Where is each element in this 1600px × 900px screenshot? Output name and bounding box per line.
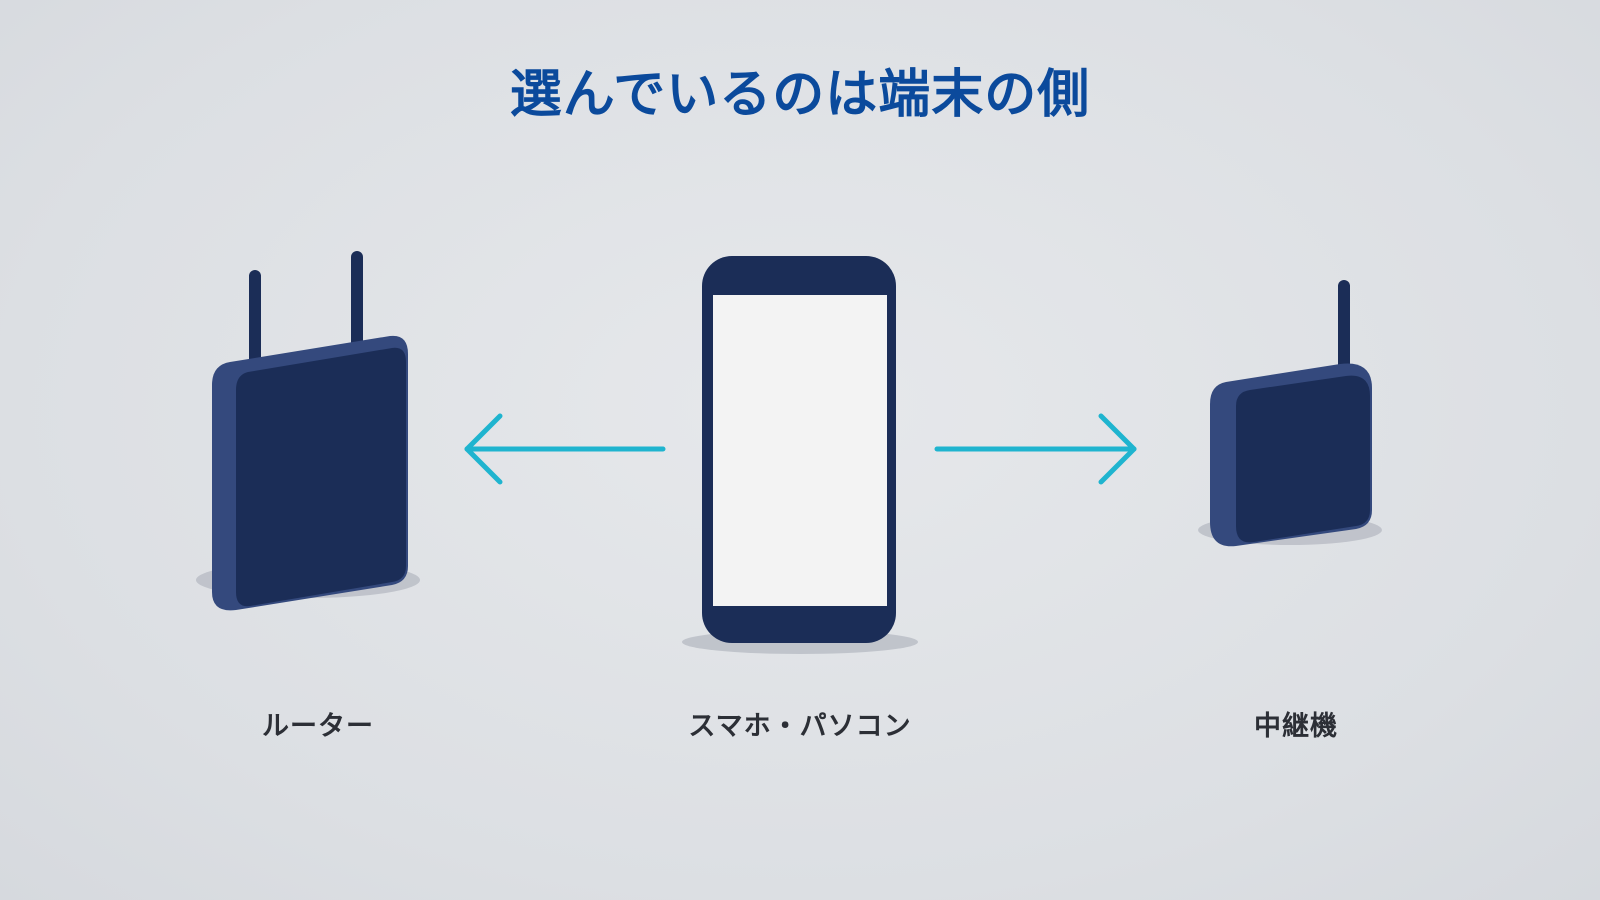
router-body-front xyxy=(236,347,406,607)
router-antenna-left xyxy=(249,270,261,370)
wifi-router-icon xyxy=(196,251,420,611)
repeater-body-front xyxy=(1236,375,1370,543)
arrow-to-router xyxy=(464,413,666,485)
smartphone-icon xyxy=(682,256,918,654)
arrow-to-repeater xyxy=(934,413,1137,485)
phone-label: スマホ・パソコン xyxy=(688,711,912,742)
repeater-antenna xyxy=(1338,280,1350,380)
page-title: 選んでいるのは端末の側 xyxy=(509,65,1091,125)
phone-screen xyxy=(713,295,887,606)
repeater-label: 中継機 xyxy=(1254,711,1338,742)
arrow-to-router-head xyxy=(464,413,503,485)
router-label: ルーター xyxy=(262,711,374,742)
wifi-repeater-icon xyxy=(1198,280,1382,547)
router-antenna-right xyxy=(351,251,363,351)
arrow-to-repeater-head xyxy=(1098,413,1137,485)
